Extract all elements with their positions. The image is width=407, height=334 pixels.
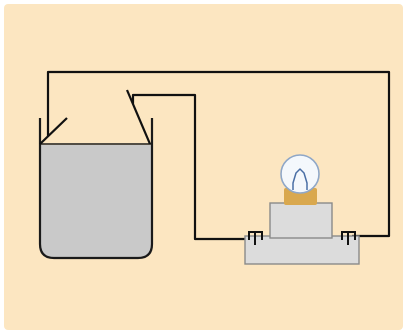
bulb-base xyxy=(284,188,317,205)
left-terminal xyxy=(248,231,263,245)
beaker-liquid xyxy=(41,145,151,258)
bulb-socket-base xyxy=(244,235,360,265)
wire-left-electrode-to-socket xyxy=(39,70,391,238)
filament-icon xyxy=(292,168,308,190)
wire-right-electrode-to-socket xyxy=(125,89,249,241)
bulb-socket xyxy=(269,202,333,239)
light-bulb xyxy=(280,154,320,194)
right-terminal xyxy=(341,231,356,245)
beaker xyxy=(38,118,154,260)
